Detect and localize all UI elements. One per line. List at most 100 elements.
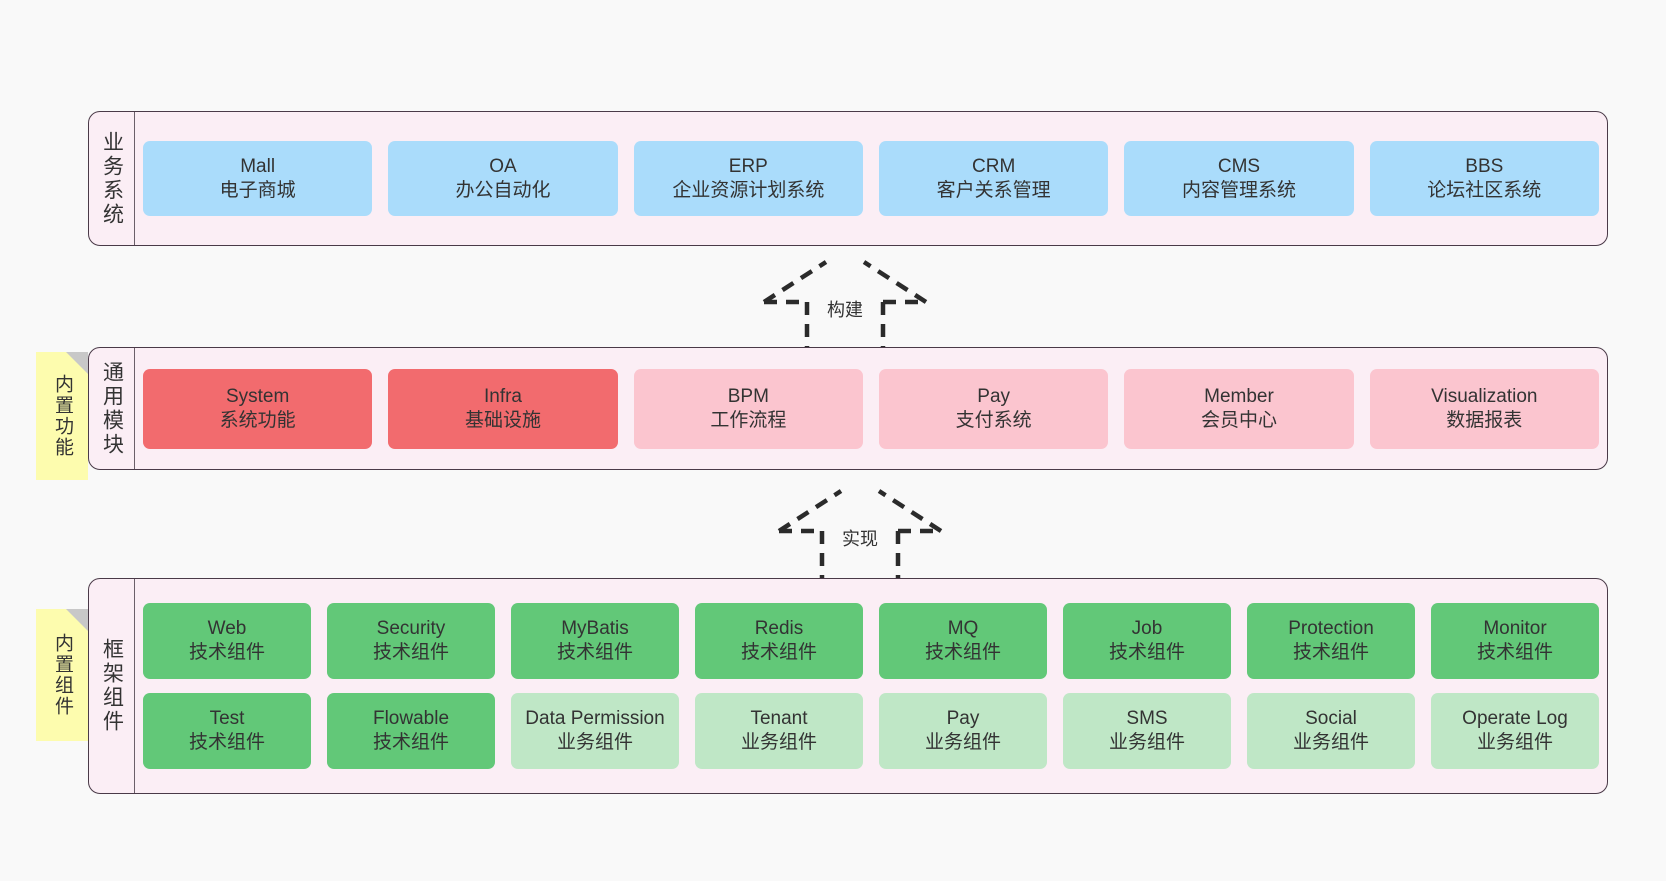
card-desc: 技术组件 (372, 642, 449, 663)
card-desc: 技术组件 (188, 642, 265, 663)
card-title: Visualization (1431, 385, 1538, 407)
framework-row-business: Test 技术组件 Flowable 技术组件 Data Permission … (143, 693, 1599, 769)
card-flowable[interactable]: Flowable 技术组件 (327, 693, 495, 769)
layer-title-modules: 通用模块 (89, 348, 135, 469)
side-tab-label: 内置组件 (51, 633, 73, 717)
card-desc: 系统功能 (219, 409, 296, 431)
card-title: BPM (727, 385, 769, 407)
card-mybatis[interactable]: MyBatis 技术组件 (511, 603, 679, 679)
card-erp[interactable]: ERP 企业资源计划系统 (633, 141, 863, 216)
card-redis[interactable]: Redis 技术组件 (695, 603, 863, 679)
card-member[interactable]: Member 会员中心 (1124, 368, 1354, 449)
card-title: CRM (972, 155, 1016, 177)
card-desc: 技术组件 (924, 642, 1001, 663)
arrow-head-right-edge (862, 260, 928, 304)
build-arrow-label: 构建 (827, 300, 863, 320)
card-desc: 企业资源计划系统 (672, 179, 825, 201)
card-desc: 技术组件 (188, 732, 265, 753)
framework-row-tech: Web 技术组件 Security 技术组件 MyBatis 技术组件 Redi… (143, 603, 1599, 679)
layer-body-modules: System 系统功能 Infra 基础设施 BPM 工作流程 Pay 支付系统… (135, 348, 1607, 469)
arrow-head-left-edge (777, 489, 843, 533)
card-desc: 技术组件 (556, 642, 633, 663)
card-title: SMS (1126, 708, 1168, 730)
card-test[interactable]: Test 技术组件 (143, 693, 311, 769)
card-social[interactable]: Social 业务组件 (1247, 693, 1415, 769)
card-oa[interactable]: OA 办公自动化 (388, 141, 618, 216)
arrow-head-right-edge (877, 489, 943, 533)
card-tenant[interactable]: Tenant 业务组件 (695, 693, 863, 769)
card-desc: 会员中心 (1200, 409, 1277, 431)
layer-framework-components: 框架组件 Web 技术组件 Security 技术组件 MyBatis 技术组件… (88, 578, 1608, 794)
card-web[interactable]: Web 技术组件 (143, 603, 311, 679)
card-monitor[interactable]: Monitor 技术组件 (1431, 603, 1599, 679)
card-title: Flowable (372, 708, 450, 730)
card-visualization[interactable]: Visualization 数据报表 (1369, 368, 1599, 449)
card-title: MQ (947, 618, 979, 640)
card-title: Security (376, 618, 446, 640)
card-desc: 基础设施 (464, 409, 541, 431)
card-pay-module[interactable]: Pay 支付系统 (878, 368, 1109, 449)
side-tab-builtin-components[interactable]: 内置组件 (36, 609, 88, 741)
implement-arrow-label: 实现 (842, 529, 878, 549)
card-system[interactable]: System 系统功能 (143, 368, 373, 449)
card-title: Data Permission (525, 708, 665, 730)
build-arrow: 构建 (760, 258, 930, 354)
folded-corner-icon (66, 609, 88, 631)
card-desc: 技术组件 (1108, 642, 1185, 663)
layer-common-modules: 通用模块 System 系统功能 Infra 基础设施 BPM 工作流程 Pay (88, 347, 1608, 470)
card-security[interactable]: Security 技术组件 (327, 603, 495, 679)
layer-business-systems: 业务系统 Mall 电子商城 OA 办公自动化 ERP 企业资源计划系统 CRM (88, 111, 1608, 246)
arrow-head-left-edge (762, 260, 828, 304)
card-desc: 技术组件 (1476, 642, 1553, 663)
card-desc: 工作流程 (710, 409, 787, 431)
card-mq[interactable]: MQ 技术组件 (879, 603, 1047, 679)
layer-title-framework: 框架组件 (89, 579, 135, 793)
card-data-permission[interactable]: Data Permission 业务组件 (511, 693, 679, 769)
card-sms[interactable]: SMS 业务组件 (1063, 693, 1231, 769)
card-bpm[interactable]: BPM 工作流程 (633, 368, 863, 449)
card-title: Redis (754, 618, 804, 640)
card-job[interactable]: Job 技术组件 (1063, 603, 1231, 679)
card-desc: 内容管理系统 (1181, 179, 1296, 201)
card-title: Social (1305, 708, 1357, 730)
card-title: System (225, 385, 290, 407)
card-desc: 业务组件 (740, 732, 817, 753)
card-desc: 技术组件 (740, 642, 817, 663)
card-pay-component[interactable]: Pay 业务组件 (879, 693, 1047, 769)
layer-title-modules-label: 通用模块 (100, 360, 124, 457)
card-bbs[interactable]: BBS 论坛社区系统 (1369, 141, 1599, 216)
modules-row: System 系统功能 Infra 基础设施 BPM 工作流程 Pay 支付系统… (143, 368, 1599, 449)
card-title: Mall (240, 155, 276, 177)
layer-title-business-label: 业务系统 (100, 130, 124, 227)
card-operate-log[interactable]: Operate Log 业务组件 (1431, 693, 1599, 769)
layer-title-business: 业务系统 (89, 112, 135, 245)
card-protection[interactable]: Protection 技术组件 (1247, 603, 1415, 679)
layer-body-framework: Web 技术组件 Security 技术组件 MyBatis 技术组件 Redi… (135, 579, 1607, 793)
layer-title-framework-label: 框架组件 (100, 638, 124, 734)
card-mall[interactable]: Mall 电子商城 (143, 141, 373, 216)
card-desc: 论坛社区系统 (1427, 179, 1542, 201)
card-cms[interactable]: CMS 内容管理系统 (1124, 141, 1354, 216)
side-tab-label: 内置功能 (51, 374, 73, 458)
business-row: Mall 电子商城 OA 办公自动化 ERP 企业资源计划系统 CRM 客户关系… (143, 141, 1599, 216)
implement-arrow: 实现 (775, 487, 945, 583)
card-desc: 办公自动化 (455, 179, 551, 201)
card-crm[interactable]: CRM 客户关系管理 (878, 141, 1109, 216)
card-desc: 电子商城 (219, 179, 296, 201)
card-desc: 业务组件 (924, 732, 1001, 753)
card-infra[interactable]: Infra 基础设施 (388, 368, 618, 449)
card-title: Member (1204, 385, 1274, 407)
card-title: Monitor (1483, 618, 1547, 640)
card-title: BBS (1465, 155, 1504, 177)
card-title: Protection (1288, 618, 1374, 640)
card-title: Test (209, 708, 245, 730)
side-tab-builtin-features[interactable]: 内置功能 (36, 352, 88, 480)
card-title: OA (489, 155, 517, 177)
card-title: ERP (728, 155, 768, 177)
card-desc: 数据报表 (1446, 409, 1523, 431)
card-desc: 业务组件 (556, 732, 633, 753)
card-title: CMS (1217, 155, 1261, 177)
card-desc: 业务组件 (1108, 732, 1185, 753)
card-title: MyBatis (561, 618, 629, 640)
